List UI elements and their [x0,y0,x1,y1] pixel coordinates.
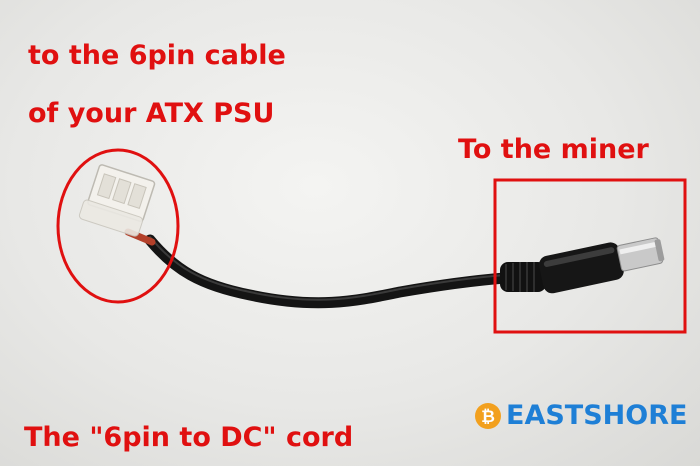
brand-logo: ₿ EASTSHORE [474,400,687,431]
psu-label-line-1: to the 6pin cable [28,40,286,71]
psu-label-line-2: of your ATX PSU [28,98,275,129]
dc-plug-highlight [493,178,687,334]
svg-text:₿: ₿ [481,407,495,427]
cable-wire [144,234,511,309]
cord-caption: The "6pin to DC" cord [24,422,354,453]
strain-relief [500,262,546,292]
miner-label: To the miner [458,134,649,165]
psu-connector-highlight [56,148,180,304]
bitcoin-icon: ₿ [475,402,501,429]
six-pin-connector [78,164,156,237]
brand-name: EASTSHORE [506,400,688,431]
dc-plug [539,237,665,294]
